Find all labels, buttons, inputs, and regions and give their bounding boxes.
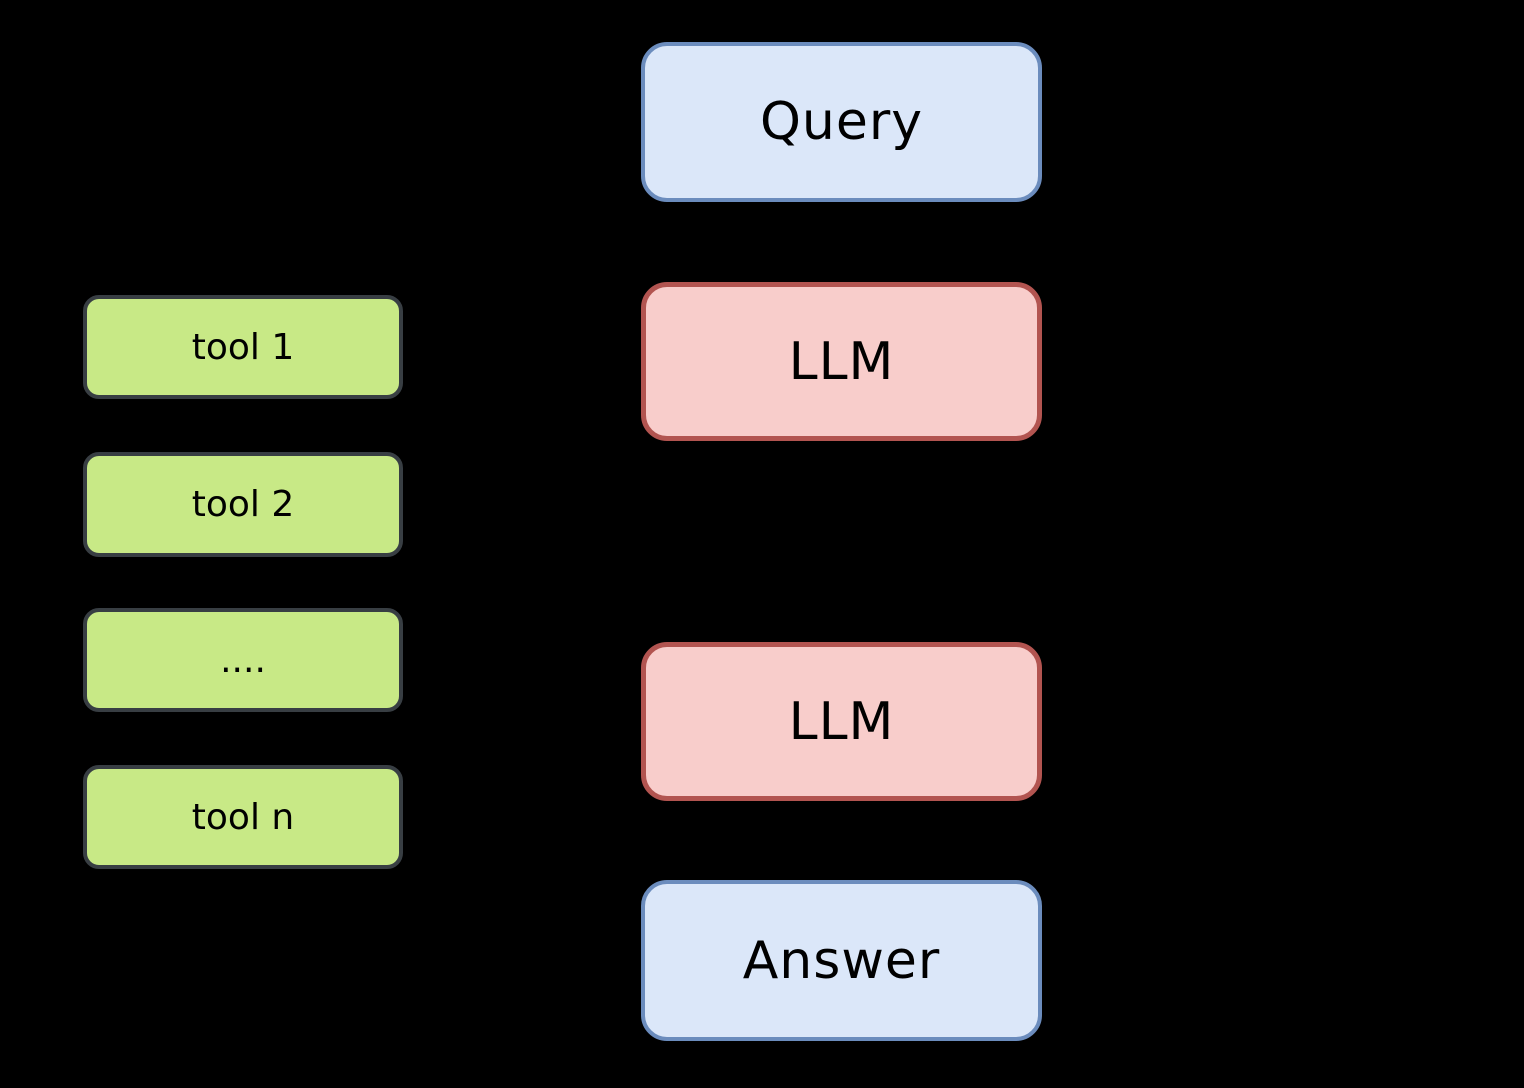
query-node: Query — [641, 42, 1042, 202]
tool-n-node-label: tool n — [191, 796, 295, 838]
tool-1-node: tool 1 — [83, 295, 403, 399]
tool-ellipsis-node-label: .... — [220, 639, 266, 681]
tool-n-node: tool n — [83, 765, 403, 869]
llm-top-node-label: LLM — [788, 331, 895, 392]
tool-1-node-label: tool 1 — [191, 326, 295, 368]
llm-bottom-node-label: LLM — [788, 691, 895, 752]
query-node-label: Query — [759, 92, 924, 152]
answer-node: Answer — [641, 880, 1042, 1041]
answer-node-label: Answer — [742, 930, 941, 991]
llm-top-node: LLM — [641, 282, 1042, 441]
tool-ellipsis-node: .... — [83, 608, 403, 712]
tool-2-node: tool 2 — [83, 452, 403, 557]
tool-2-node-label: tool 2 — [191, 484, 295, 525]
llm-bottom-node: LLM — [641, 642, 1042, 801]
